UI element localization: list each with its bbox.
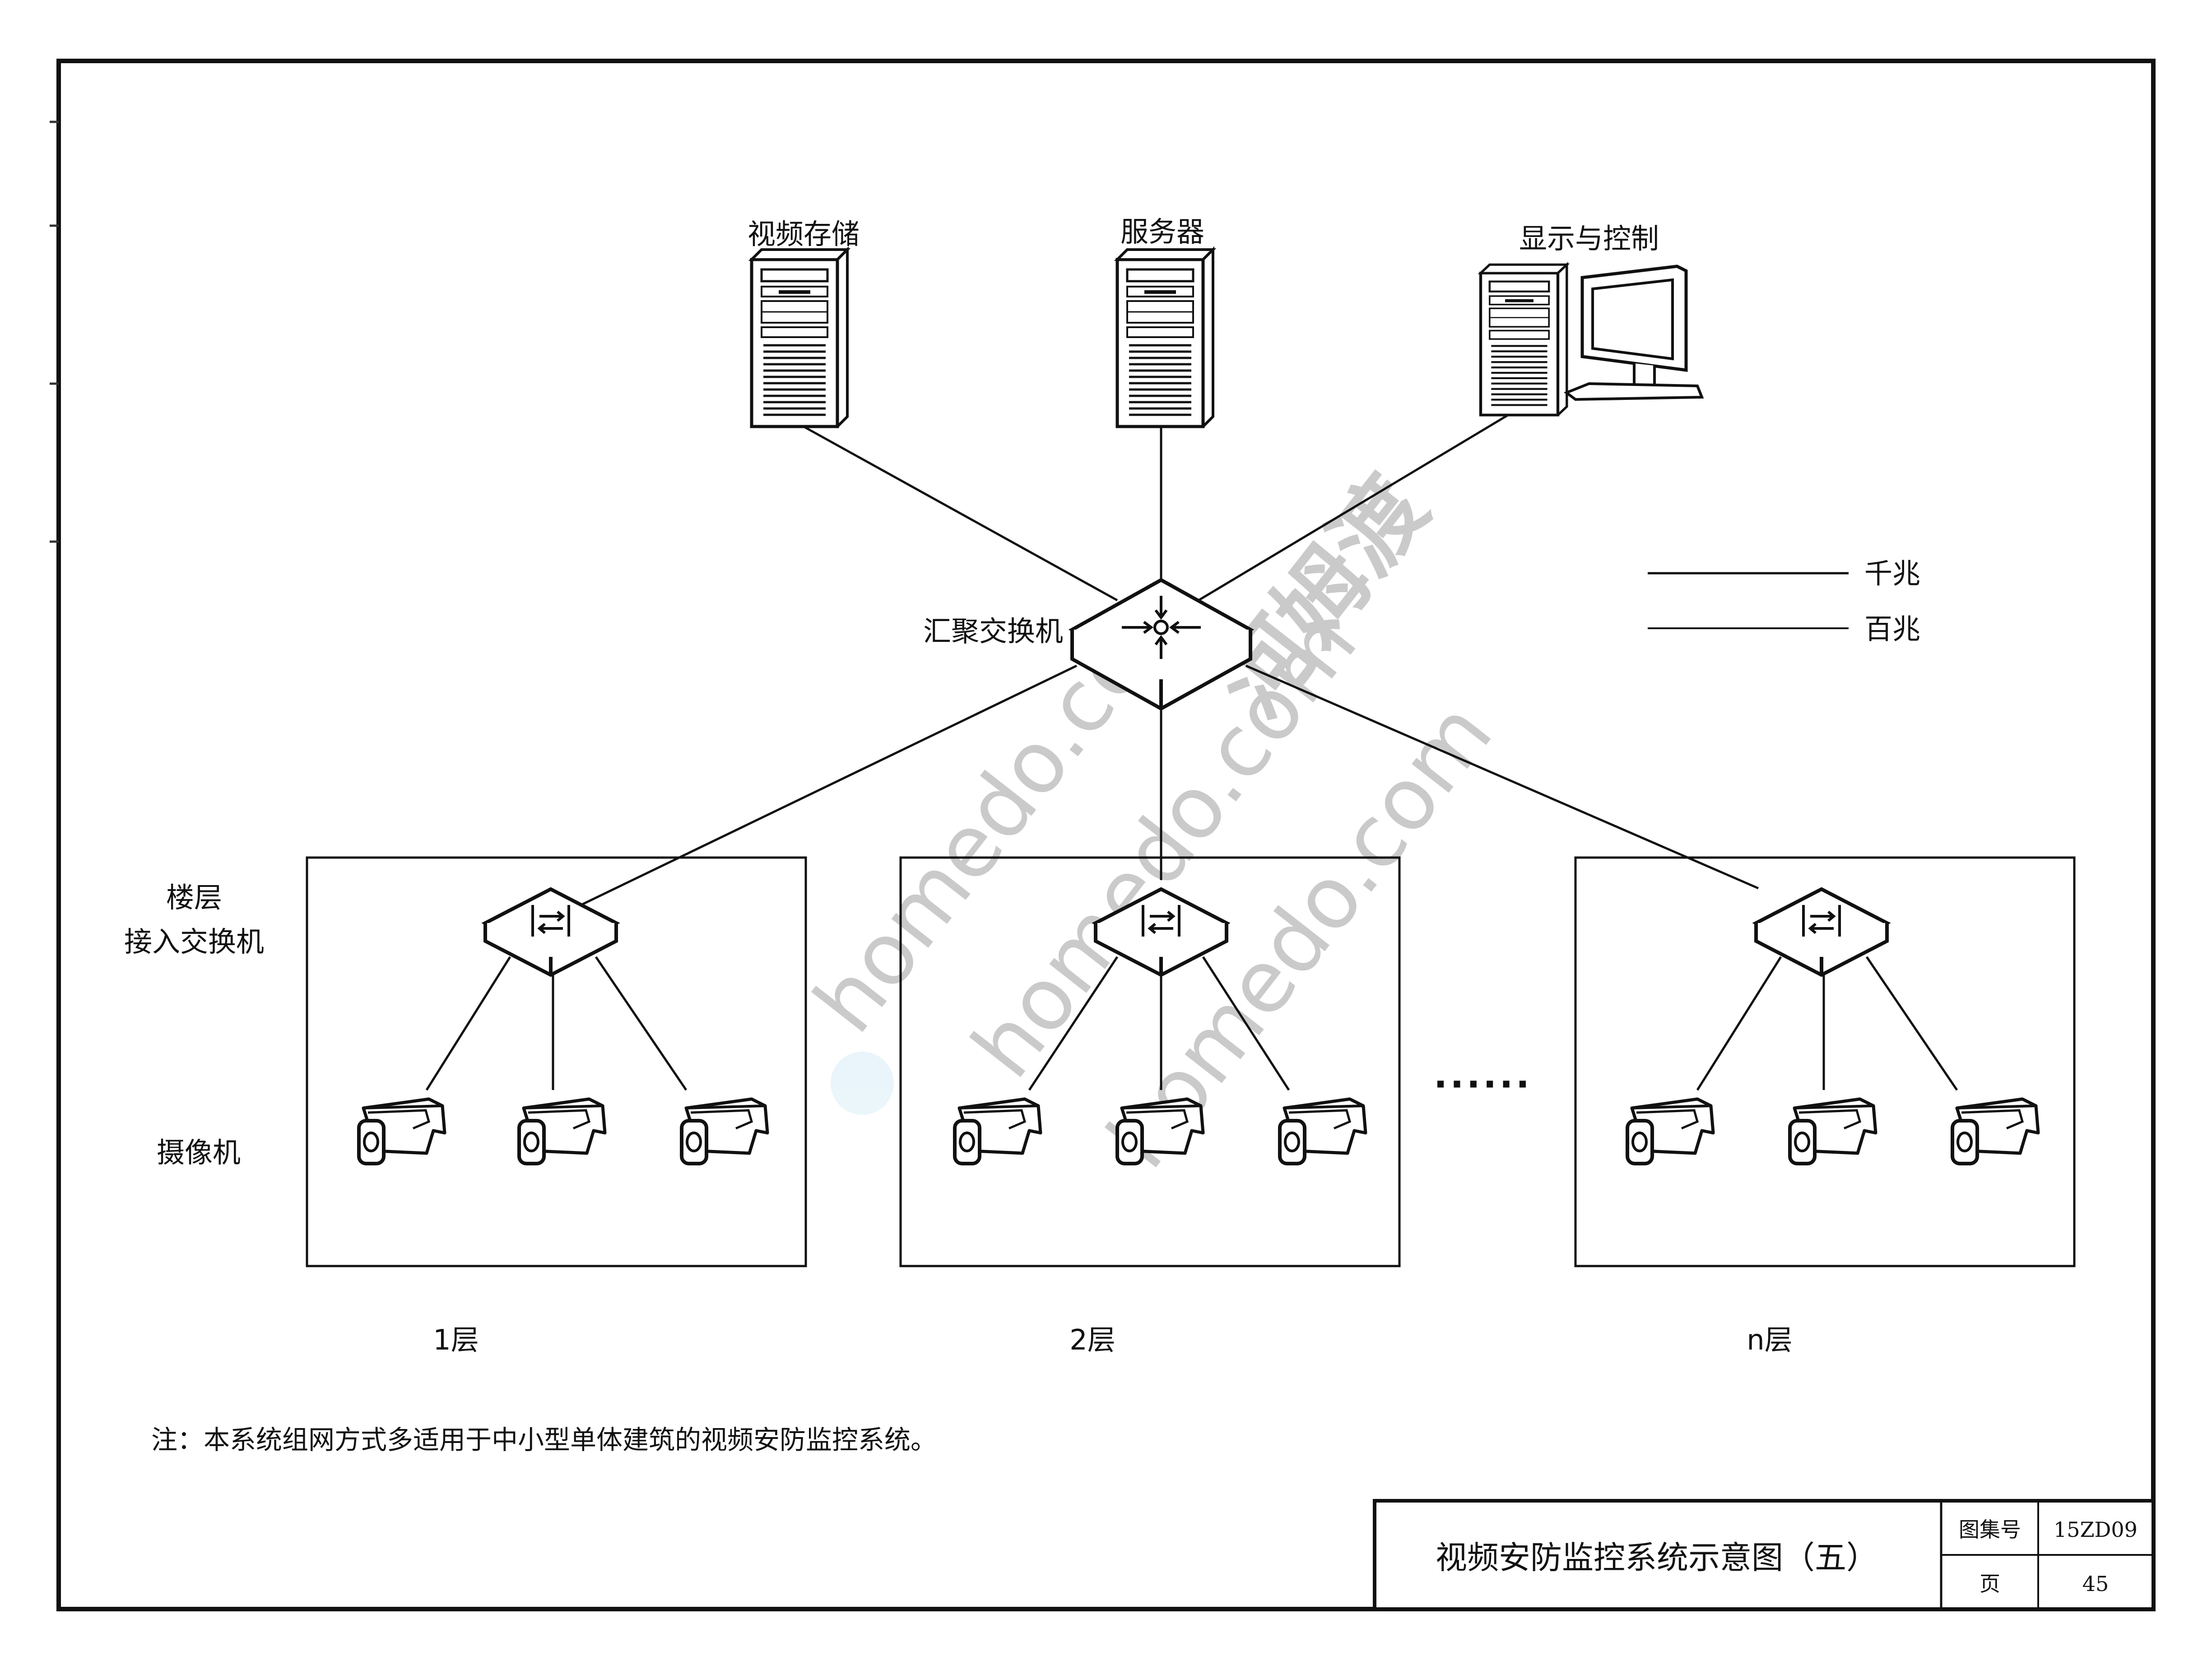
camera [955, 1099, 1041, 1164]
display-control-node: 显示与控制 [1481, 222, 1704, 415]
camera [1280, 1099, 1366, 1164]
camera-links [425, 956, 688, 1091]
floor-group: 2层 [899, 856, 1401, 1356]
server-node: 服务器 [1117, 215, 1213, 427]
floor-label: n层 [1747, 1323, 1792, 1356]
legend: 千兆 百兆 [1648, 557, 1920, 645]
floor-label: 2层 [1069, 1323, 1115, 1356]
video-storage-label: 视频存储 [748, 218, 860, 250]
legend-label-gigabit: 千兆 [1864, 557, 1920, 590]
camera-row-label: 摄像机 [157, 1136, 241, 1169]
floor-label: 1层 [433, 1323, 479, 1356]
video-storage-node: 视频存储 [748, 218, 860, 427]
floor-group: 1层 [306, 856, 807, 1356]
display-control-label: 显示与控制 [1519, 222, 1659, 255]
core-switch-label: 汇聚交换机 [923, 615, 1063, 648]
camera [519, 1099, 605, 1164]
floor-box [1574, 856, 2076, 1267]
atlas-number-value: 15ZD09 [2054, 1517, 2138, 1542]
floor-access-switch [485, 889, 616, 975]
atlas-number-label: 图集号 [1959, 1517, 2021, 1542]
binding-margin-ticks [50, 121, 59, 543]
camera-links [1696, 956, 1958, 1091]
camera [1790, 1099, 1876, 1164]
watermark: homedo.com homedo.com homedo.com 河姆渡 [795, 457, 1511, 1186]
page-number-value: 45 [2082, 1572, 2109, 1596]
server-label: 服务器 [1120, 215, 1204, 248]
trunk-links [568, 407, 1759, 912]
drawing-frame [56, 59, 2156, 1611]
note-text: 注：本系统组网方式多适用于中小型单体建筑的视频安防监控系统。 [151, 1424, 937, 1455]
floor-box [899, 856, 1401, 1267]
camera [682, 1099, 767, 1164]
floor-group: n层 [1574, 856, 2076, 1356]
floor-switch-row-label-1: 楼层 [166, 881, 222, 914]
floor-access-switch [1756, 889, 1887, 975]
watermark-flower-icon [831, 1052, 894, 1115]
floor-switch-row-label-2: 接入交换机 [124, 925, 264, 958]
floor-box [306, 856, 807, 1267]
drawing-title: 视频安防监控系统示意图（五） [1436, 1539, 1878, 1576]
floors-ellipsis: ······ [1434, 1063, 1532, 1105]
camera [1952, 1099, 2038, 1164]
legend-label-fast-ethernet: 百兆 [1864, 612, 1920, 645]
title-block: 视频安防监控系统示意图（五） 图集号 15ZD09 页 45 [1373, 1499, 2155, 1611]
camera-links [1028, 956, 1290, 1091]
camera [1627, 1099, 1713, 1164]
page-label: 页 [1980, 1572, 2000, 1596]
camera [359, 1099, 445, 1164]
monitor-icon [1563, 264, 1704, 401]
converge-arrows-icon [1122, 596, 1201, 659]
core-switch-node: 汇聚交换机 [923, 578, 1255, 711]
